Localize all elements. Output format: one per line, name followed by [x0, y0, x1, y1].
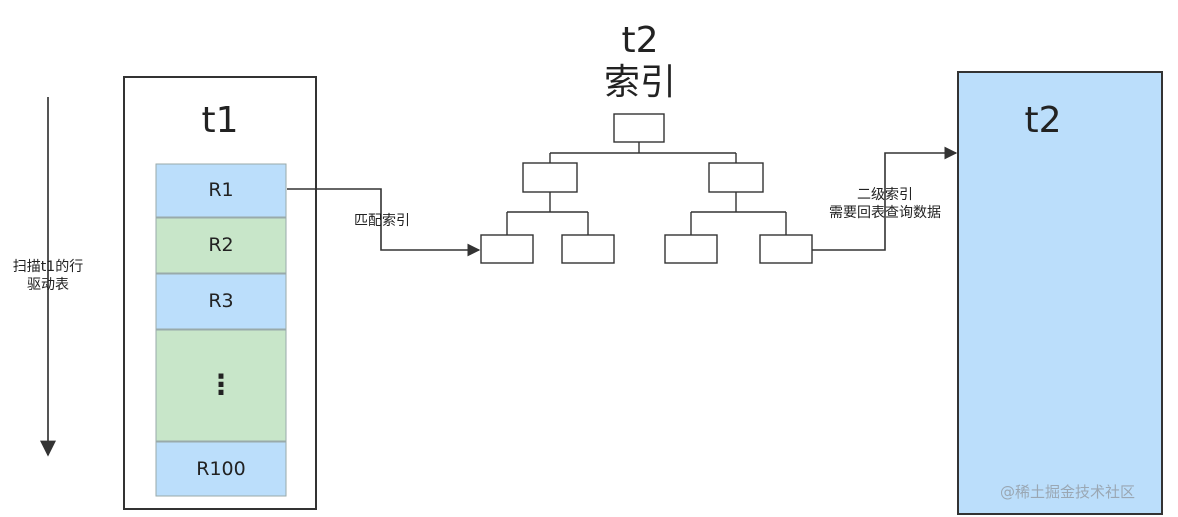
t1-row-r1 — [155, 163, 287, 218]
t1-row-label-r2: R2 — [208, 234, 234, 256]
t2-table — [957, 71, 1163, 515]
t1-row-label-r100: R100 — [196, 458, 246, 480]
index-leaf-node-3 — [664, 234, 718, 264]
lookup-connector — [812, 146, 958, 251]
index-inner-node-left — [522, 162, 578, 193]
index-leaf-node-1 — [480, 234, 534, 264]
t2-index-tree — [480, 113, 813, 264]
index-leaf-node-4 — [759, 234, 813, 264]
t1-row-r3 — [155, 273, 287, 330]
index-leaf-node-2 — [561, 234, 615, 264]
t1-row-label-r1: R1 — [208, 179, 234, 201]
lookup-label: 二级索引 需要回表查询数据 — [812, 186, 958, 222]
index-title-line2: 索引 — [603, 62, 676, 103]
t1-row-ellipsis — [155, 329, 287, 442]
index-root-node — [613, 113, 665, 143]
index-title: t2 索引 — [580, 20, 700, 104]
match-index-label: 匹配索引 — [354, 213, 410, 229]
t2-title: t2 — [1024, 100, 1062, 141]
scan-note-line2: 驱动表 — [27, 277, 69, 293]
scan-note: 扫描t1的行 驱动表 — [8, 258, 88, 294]
match-index-connector — [287, 188, 481, 257]
lookup-label-line2: 需要回表查询数据 — [829, 205, 941, 221]
t1-row-label-ellipsis: ⋮ — [207, 368, 235, 401]
t1-title: t1 — [201, 100, 239, 141]
index-tree-edges — [506, 142, 787, 235]
scan-note-line1: 扫描t1的行 — [12, 259, 84, 275]
index-inner-node-right — [708, 162, 764, 193]
lookup-label-line1: 二级索引 — [857, 187, 913, 203]
t1-row-r2 — [155, 217, 287, 274]
watermark: @稀土掘金技术社区 — [1000, 483, 1136, 501]
t1-row-label-r3: R3 — [208, 290, 234, 312]
index-title-line1: t2 — [621, 20, 659, 61]
t1-row-r100 — [155, 441, 287, 497]
